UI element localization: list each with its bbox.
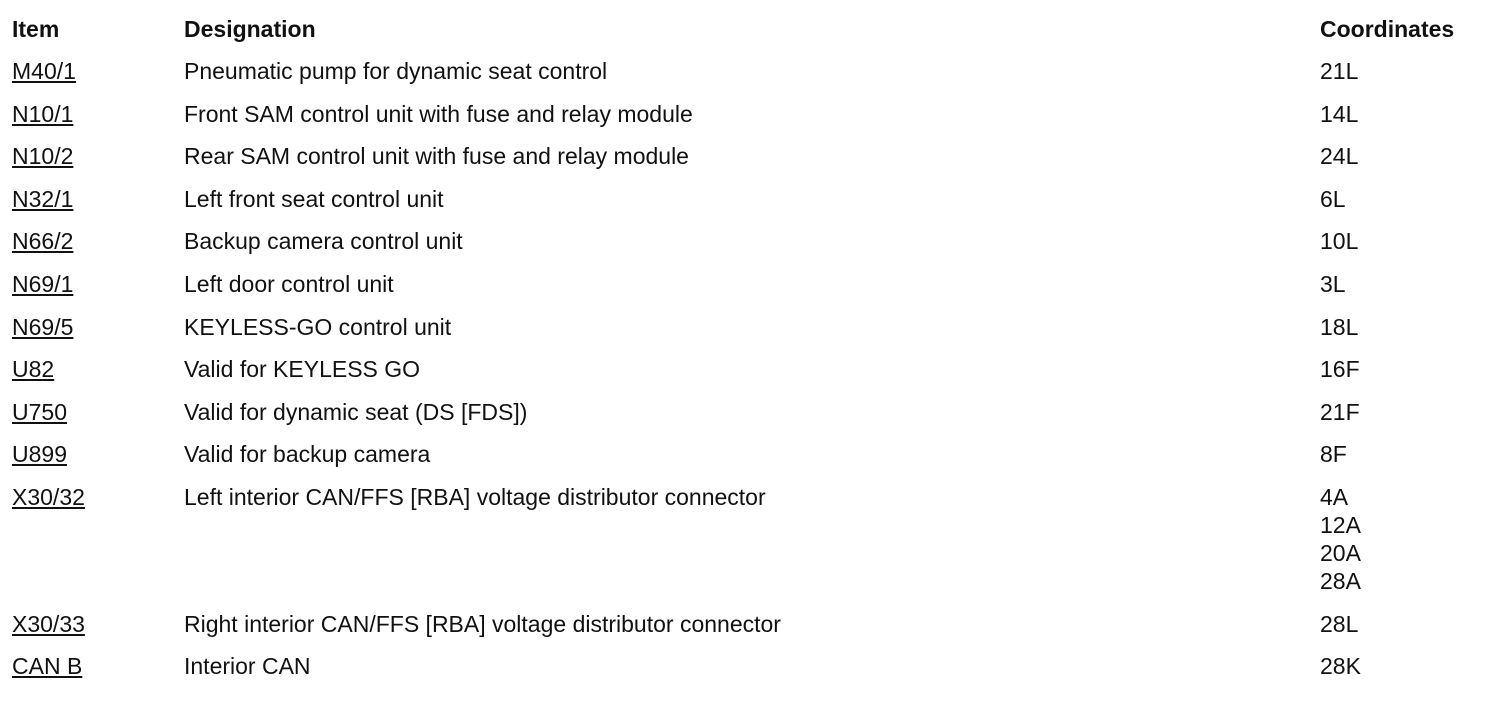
table-row: N69/1 Left door control unit 3L	[0, 270, 1504, 313]
header-designation: Designation	[184, 16, 316, 42]
coordinates-cell: 18L	[1320, 313, 1358, 341]
coordinate-value: 12A	[1320, 511, 1361, 538]
item-link[interactable]: CAN B	[12, 653, 83, 680]
table-row: X30/32 Left interior CAN/FFS [RBA] voltag…	[0, 483, 1504, 610]
designation-text: Valid for dynamic seat (DS [FDS])	[184, 398, 528, 425]
coordinate-value: 6L	[1320, 185, 1346, 212]
table-body: M40/1 Pneumatic pump for dynamic seat con…	[0, 57, 1504, 695]
item-link[interactable]: N10/1	[12, 100, 74, 127]
coordinate-value: 28K	[1320, 653, 1361, 680]
coordinates-cell: 10L	[1320, 227, 1358, 255]
coordinates-cell: 21F	[1320, 398, 1360, 426]
item-link[interactable]: M40/1	[12, 58, 76, 84]
designation-text: Pneumatic pump for dynamic seat control	[184, 58, 608, 84]
coordinate-value: 21F	[1320, 398, 1360, 425]
coordinate-value: 16F	[1320, 356, 1360, 383]
item-link[interactable]: N69/1	[12, 270, 74, 297]
coordinates-cell: 28L	[1320, 610, 1358, 638]
item-link[interactable]: N69/5	[12, 313, 74, 340]
coordinate-value: 28A	[1320, 567, 1361, 594]
item-link[interactable]: U82	[12, 356, 55, 383]
table-row: U899 Valid for backup camera 8F	[0, 440, 1504, 483]
coordinate-value: 10L	[1320, 228, 1359, 255]
designation-text: Rear SAM control unit with fuse and rela…	[184, 143, 689, 170]
item-link[interactable]: N10/2	[12, 143, 74, 170]
coordinates-cell: 21L	[1320, 57, 1358, 85]
table-row: U750 Valid for dynamic seat (DS [FDS]) 21F	[0, 398, 1504, 441]
coordinates-cell: 6L	[1320, 185, 1346, 213]
item-link[interactable]: U750	[12, 398, 67, 425]
coordinates-cell: 14L	[1320, 100, 1358, 128]
table-header: Item Designation Coordinates	[0, 16, 1504, 48]
table-row: N66/2 Backup camera control unit 10L	[0, 227, 1504, 270]
coordinate-value: 21L	[1320, 58, 1359, 84]
table-row: CAN B Interior CAN 28K	[0, 652, 1504, 695]
designation-text: Left front seat control unit	[184, 185, 444, 212]
designation-text: Valid for backup camera	[184, 441, 431, 468]
coordinates-cell: 16F	[1320, 355, 1360, 383]
coordinate-value: 3L	[1320, 270, 1346, 297]
item-link[interactable]: X30/32	[12, 483, 85, 510]
item-link[interactable]: U899	[12, 441, 67, 468]
coordinate-value: 20A	[1320, 539, 1361, 566]
coordinates-cell: 28K	[1320, 652, 1361, 680]
designation-text: Interior CAN	[184, 653, 311, 680]
header-coordinates: Coordinates	[1320, 16, 1455, 42]
item-link[interactable]: N32/1	[12, 185, 74, 212]
item-link[interactable]: N66/2	[12, 228, 74, 255]
item-link[interactable]: X30/33	[12, 610, 85, 637]
table-row: N32/1 Left front seat control unit 6L	[0, 185, 1504, 228]
coordinate-value: 18L	[1320, 313, 1359, 340]
designation-text: Left interior CAN/FFS [RBA] voltage dist…	[184, 483, 766, 510]
coordinates-cell: 24L	[1320, 142, 1358, 170]
table-row: N69/5 KEYLESS-GO control unit 18L	[0, 313, 1504, 356]
designation-text: Backup camera control unit	[184, 228, 463, 255]
coordinates-cell: 8F	[1320, 440, 1347, 468]
table-row: M40/1 Pneumatic pump for dynamic seat con…	[0, 57, 1504, 100]
coordinate-value: 14L	[1320, 100, 1359, 127]
table-row: N10/2 Rear SAM control unit with fuse and…	[0, 142, 1504, 185]
designation-text: Valid for KEYLESS GO	[184, 356, 421, 383]
table-row: N10/1 Front SAM control unit with fuse an…	[0, 100, 1504, 143]
table-row: X30/33 Right interior CAN/FFS [RBA] volta…	[0, 610, 1504, 653]
coordinate-value: 24L	[1320, 143, 1359, 170]
coordinates-cell: 3L	[1320, 270, 1346, 298]
designation-text: Right interior CAN/FFS [RBA] voltage dis…	[184, 610, 781, 637]
header-item: Item	[12, 16, 60, 42]
designation-text: KEYLESS-GO control unit	[184, 313, 452, 340]
coordinate-value: 8F	[1320, 441, 1347, 468]
designation-text: Left door control unit	[184, 270, 394, 297]
table-row: U82 Valid for KEYLESS GO 16F	[0, 355, 1504, 398]
designation-text: Front SAM control unit with fuse and rel…	[184, 100, 693, 127]
coordinate-value: 4A	[1320, 483, 1349, 510]
coordinate-value: 28L	[1320, 610, 1359, 637]
